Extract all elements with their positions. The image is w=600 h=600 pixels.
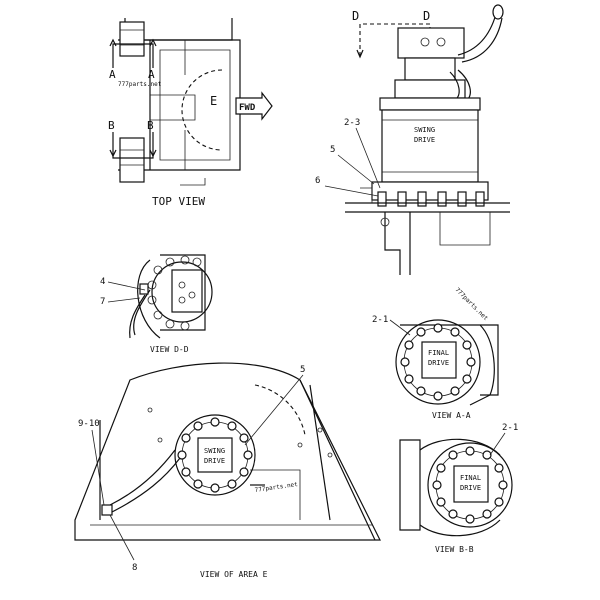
- mounting-flange: [371, 181, 489, 201]
- aa-callout-2-1: 2-1: [372, 315, 388, 325]
- bb-final-label-2: DRIVE: [460, 484, 481, 492]
- view-area-e-title: VIEW OF AREA E: [200, 570, 268, 579]
- area-e-watermark: 777parts.net: [254, 481, 298, 494]
- area-e-hose: [109, 449, 181, 513]
- dd-hose: [129, 289, 151, 339]
- side-view: D D SWING DRIVE 2-3 5: [315, 4, 510, 275]
- aa-watermark: 777parts.net: [454, 286, 490, 322]
- view-d-d: 4 7 VIEW D-D: [100, 254, 213, 354]
- area-e-swing-label-1: SWING: [204, 447, 225, 455]
- section-a-marker: [112, 43, 154, 68]
- area-e-drive-ring: [174, 414, 256, 496]
- section-d-right-label: D: [423, 9, 430, 23]
- section-b-left-label: B: [108, 119, 115, 132]
- area-e-label: E: [210, 94, 217, 108]
- view-b-b: FINAL DRIVE 2-1 VIEW B-B: [399, 423, 518, 554]
- side-swing-label-2: DRIVE: [414, 136, 435, 144]
- dd-ring: [151, 261, 213, 323]
- bb-outer-ring: [427, 442, 513, 528]
- top-view: A A 777parts.net B B E FWD TOP VIEW: [108, 18, 273, 208]
- view-a-a: FINAL DRIVE 2-1 777parts.net VIEW A-A: [372, 286, 499, 420]
- watermark: 777parts.net: [118, 81, 162, 88]
- hydraulic-hose: [457, 13, 497, 56]
- callout-2-3: 2-3: [344, 118, 360, 128]
- view-area-e: SWING DRIVE 777parts.net 5 9-10 8 VIEW O…: [74, 362, 381, 579]
- callout-6: 6: [315, 176, 320, 186]
- motor-block: [397, 27, 465, 59]
- top-view-title: TOP VIEW: [152, 195, 205, 208]
- section-b-right-label: B: [147, 119, 154, 132]
- area-e-callout-5: 5: [300, 365, 305, 375]
- lower-pin: [119, 137, 145, 183]
- view-dd-title: VIEW D-D: [150, 345, 189, 354]
- section-a-right-label: A: [148, 68, 155, 81]
- area-e-swing-label-2: DRIVE: [204, 457, 225, 465]
- area-e-callout-9-10: 9-10: [78, 419, 100, 429]
- dd-callout-7: 7: [100, 297, 105, 307]
- section-b-marker: [112, 132, 154, 159]
- section-d-marker: [359, 23, 431, 56]
- dd-callout-4: 4: [100, 277, 105, 287]
- upper-pin: [119, 21, 145, 57]
- section-a-left-label: A: [109, 68, 116, 81]
- bb-callout-2-1: 2-1: [502, 423, 518, 433]
- aa-final-label-2: DRIVE: [428, 359, 449, 367]
- fwd-arrow-icon: [235, 91, 273, 121]
- callout-5: 5: [330, 145, 335, 155]
- swing-drive-housing: [381, 109, 479, 183]
- area-e-circle: [181, 69, 223, 151]
- view-bb-title: VIEW B-B: [435, 545, 474, 554]
- section-d-left-label: D: [352, 9, 359, 23]
- aa-outer-ring: [395, 319, 481, 405]
- side-swing-label-1: SWING: [414, 126, 435, 134]
- view-aa-title: VIEW A-A: [432, 411, 471, 420]
- aa-final-label-1: FINAL: [428, 349, 449, 357]
- bb-final-label-1: FINAL: [460, 474, 481, 482]
- area-e-callout-8: 8: [132, 563, 137, 573]
- fwd-label: FWD: [239, 103, 256, 113]
